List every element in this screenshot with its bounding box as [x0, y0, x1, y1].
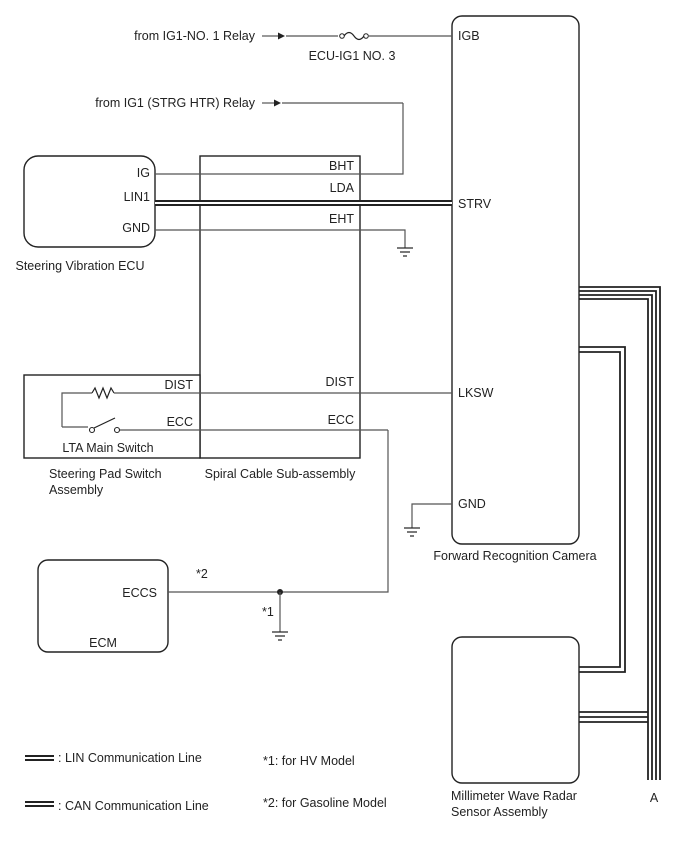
pin-bht: BHT — [329, 159, 354, 173]
pin-lda: LDA — [330, 181, 355, 195]
eht-wire — [155, 229, 406, 248]
connector-a: A — [650, 791, 659, 805]
pin-lin1: LIN1 — [124, 190, 150, 204]
lta-main-switch-label: LTA Main Switch — [62, 441, 153, 455]
pin-strv: STRV — [458, 197, 492, 211]
source-ig1-strg-htr-relay: from IG1 (STRG HTR) Relay — [95, 96, 255, 110]
can-lines — [579, 286, 661, 780]
bht-wire — [155, 103, 404, 175]
pin-ecc-spiral: ECC — [328, 413, 354, 427]
ecm-box — [37, 559, 169, 653]
marker-1: *1 — [262, 605, 274, 619]
pin-dist-pad: DIST — [165, 378, 194, 392]
note-1: *1: for HV Model — [263, 754, 355, 768]
spiral-cable-name: Spiral Cable Sub-assembly — [205, 467, 357, 481]
legend-lin-text: : LIN Communication Line — [58, 751, 202, 765]
forward-camera-name: Forward Recognition Camera — [433, 549, 596, 563]
forward-recognition-camera-box — [451, 15, 580, 545]
radar-box — [451, 636, 580, 784]
ecm-name: ECM — [89, 636, 117, 650]
steering-vibration-ecu-name: Steering Vibration ECU — [15, 259, 144, 273]
pin-lksw: LKSW — [458, 386, 494, 400]
pin-eccs: ECCS — [122, 586, 157, 600]
fuse-symbol — [343, 31, 365, 41]
spiral-cable-box — [199, 155, 361, 459]
radar-name-line1: Millimeter Wave Radar — [451, 789, 577, 803]
marker-2: *2 — [196, 567, 208, 581]
pin-ig: IG — [137, 166, 150, 180]
note-2: *2: for Gasoline Model — [263, 796, 387, 810]
steering-pad-switch-name-line2: Assembly — [49, 483, 104, 497]
pin-ecc-pad: ECC — [167, 415, 193, 429]
resistor-icon — [91, 386, 115, 400]
radar-name-line2: Sensor Assembly — [451, 805, 548, 819]
source-ig1-no1-relay: from IG1-NO. 1 Relay — [134, 29, 256, 43]
pin-igb: IGB — [458, 29, 480, 43]
pin-dist-spiral: DIST — [326, 375, 355, 389]
fuse-label: ECU-IG1 NO. 3 — [309, 49, 396, 63]
steering-pad-switch-name-line1: Steering Pad Switch — [49, 467, 162, 481]
legend-can-text: : CAN Communication Line — [58, 799, 209, 813]
switch-icon — [93, 417, 116, 429]
pin-gnd-ecu: GND — [122, 221, 150, 235]
pin-eht: EHT — [329, 212, 354, 226]
pin-gnd-camera: GND — [458, 497, 486, 511]
